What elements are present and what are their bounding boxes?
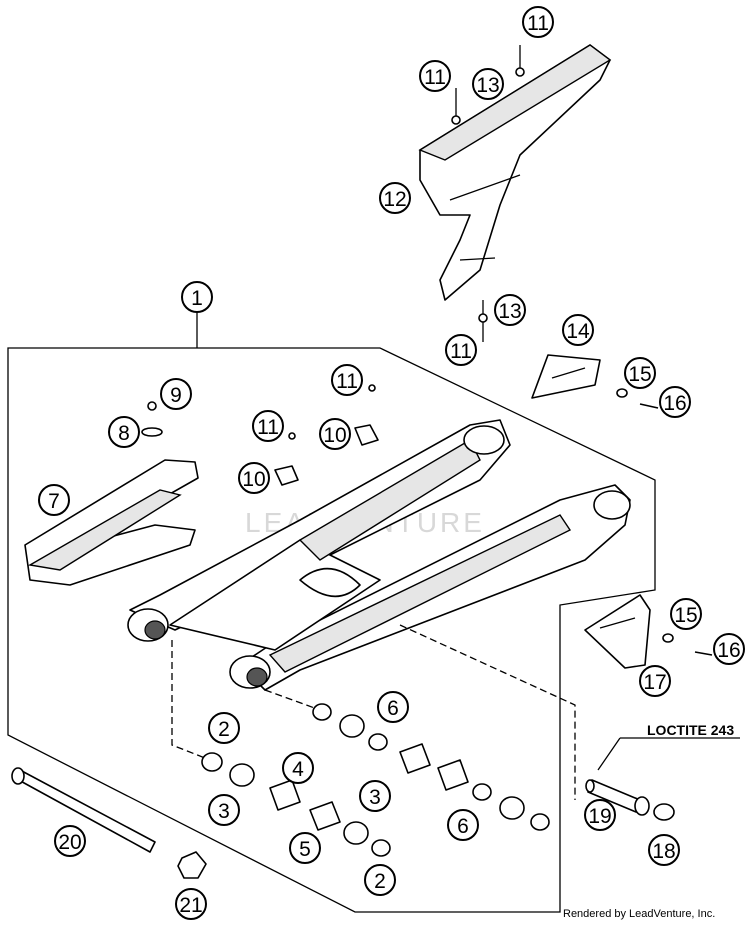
credit-text: Rendered by LeadVenture, Inc. xyxy=(563,908,715,920)
callout-11d: 11 xyxy=(252,410,284,442)
svg-text:1: 1 xyxy=(191,287,203,310)
callout-17: 17 xyxy=(639,665,671,697)
callout-16b: 16 xyxy=(713,633,745,665)
hardware xyxy=(141,67,713,656)
svg-text:5: 5 xyxy=(299,838,311,861)
callout-15b: 15 xyxy=(670,598,702,630)
callout-12: 12 xyxy=(379,182,411,214)
svg-text:14: 14 xyxy=(566,320,590,343)
svg-text:2: 2 xyxy=(374,870,386,893)
svg-text:17: 17 xyxy=(643,671,666,694)
svg-text:21: 21 xyxy=(179,894,202,917)
loctite-note: LOCTITE 243 xyxy=(647,722,734,738)
svg-text:18: 18 xyxy=(652,840,675,863)
svg-text:2: 2 xyxy=(218,718,230,741)
pivot-axle xyxy=(11,767,156,853)
svg-text:9: 9 xyxy=(170,384,182,407)
svg-text:16: 16 xyxy=(663,392,686,415)
svg-text:10: 10 xyxy=(323,424,346,447)
callout-20: 20 xyxy=(54,825,86,857)
callout-21: 21 xyxy=(175,888,207,920)
chain-slide-guard xyxy=(531,354,601,399)
svg-text:3: 3 xyxy=(218,800,230,823)
svg-text:13: 13 xyxy=(476,74,499,97)
callout-4: 4 xyxy=(282,752,314,784)
svg-text:16: 16 xyxy=(717,639,740,662)
svg-text:15: 15 xyxy=(674,604,697,627)
svg-text:15: 15 xyxy=(628,363,651,386)
svg-text:11: 11 xyxy=(527,12,549,35)
callout-3a: 3 xyxy=(208,794,240,826)
callout-1: 1 xyxy=(181,281,213,313)
svg-text:12: 12 xyxy=(383,188,406,211)
swingarm xyxy=(127,419,631,691)
chain-slider xyxy=(24,459,199,586)
callout-13a: 13 xyxy=(472,68,504,100)
callout-11e: 11 xyxy=(445,334,477,366)
callout-11a: 11 xyxy=(522,6,554,38)
nut-18 xyxy=(653,803,675,821)
chain-guard xyxy=(418,44,612,301)
callout-6b: 6 xyxy=(447,809,479,841)
svg-text:6: 6 xyxy=(387,697,399,720)
svg-text:7: 7 xyxy=(48,490,60,513)
assembly-outline xyxy=(7,347,656,913)
svg-text:11: 11 xyxy=(257,416,279,439)
svg-text:4: 4 xyxy=(292,758,304,781)
callout-11c: 11 xyxy=(331,364,363,396)
svg-text:3: 3 xyxy=(369,786,381,809)
svg-text:13: 13 xyxy=(498,300,521,323)
protector xyxy=(584,594,651,669)
svg-text:11: 11 xyxy=(336,370,358,393)
callout-5: 5 xyxy=(289,832,321,864)
callout-18: 18 xyxy=(648,834,680,866)
callout-19: 19 xyxy=(584,799,616,831)
callout-15a: 15 xyxy=(624,357,656,389)
svg-text:8: 8 xyxy=(118,422,130,445)
callout-11b: 11 xyxy=(419,60,451,92)
svg-text:20: 20 xyxy=(58,831,81,854)
callout-14: 14 xyxy=(562,314,594,346)
svg-text:11: 11 xyxy=(450,340,472,363)
svg-text:6: 6 xyxy=(457,815,469,838)
callout-10b: 10 xyxy=(238,462,270,494)
callout-7: 7 xyxy=(38,484,70,516)
callout-2b: 2 xyxy=(364,864,396,896)
callout-10a: 10 xyxy=(319,418,351,450)
bearings xyxy=(201,703,550,857)
callout-16a: 16 xyxy=(659,386,691,418)
callout-3b: 3 xyxy=(359,780,391,812)
axle-nut xyxy=(177,851,207,879)
shock-bolt xyxy=(585,779,650,816)
callout-13b: 13 xyxy=(494,294,526,326)
callout-9: 9 xyxy=(160,378,192,410)
callout-2a: 2 xyxy=(208,712,240,744)
callout-8: 8 xyxy=(108,416,140,448)
svg-text:19: 19 xyxy=(588,805,611,828)
svg-text:11: 11 xyxy=(424,66,446,89)
callout-6a: 6 xyxy=(377,691,409,723)
svg-text:10: 10 xyxy=(242,468,265,491)
